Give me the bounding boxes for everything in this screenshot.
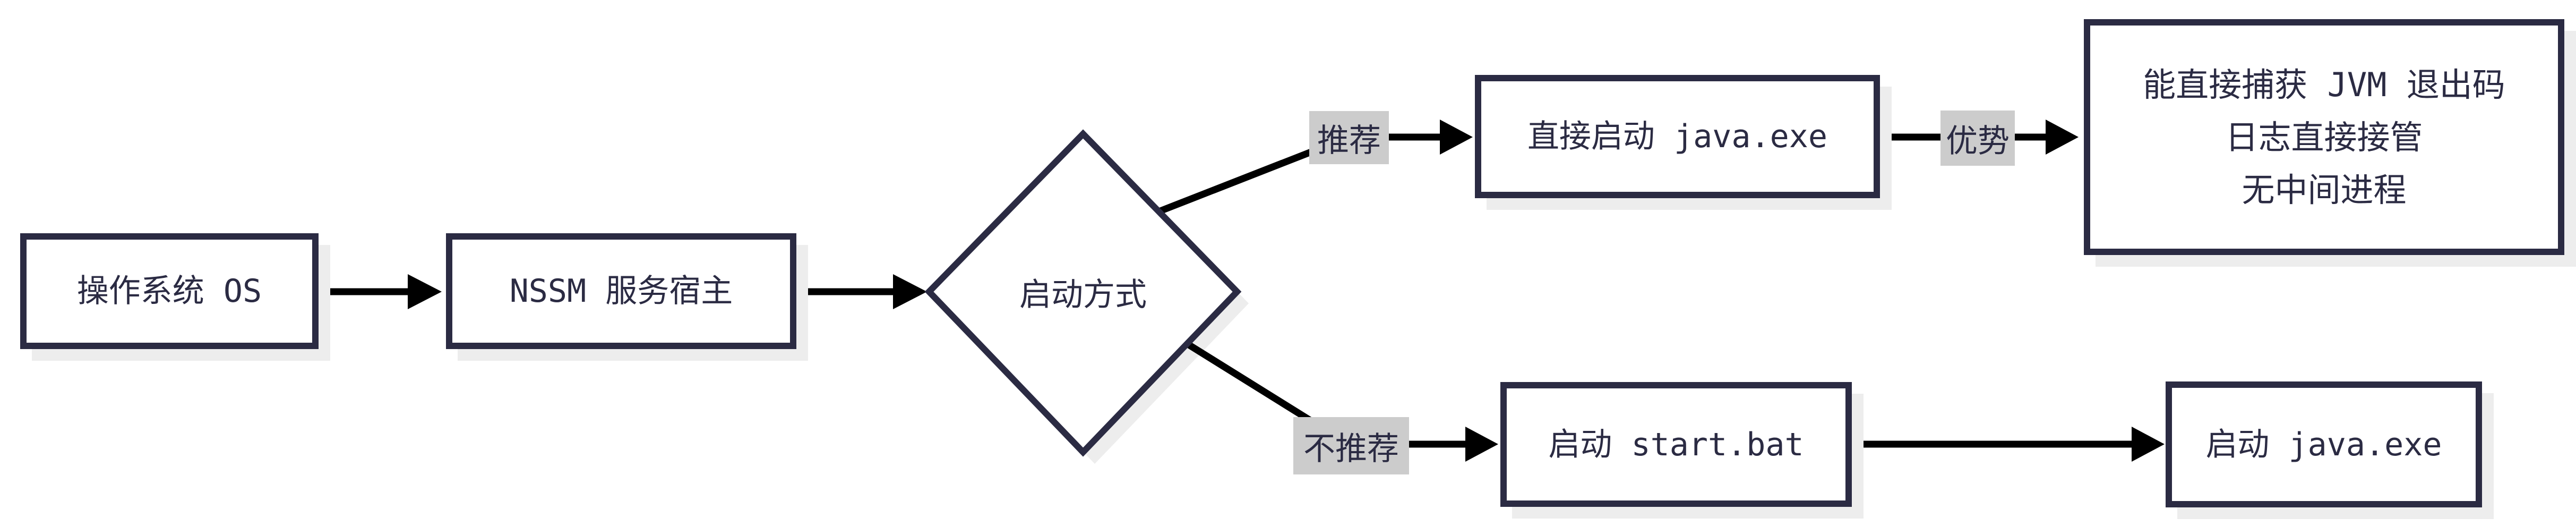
arrowhead-icon (2046, 120, 2079, 155)
node-os: 操作系统 OS (20, 233, 319, 349)
edge-nssm-to-decision (796, 274, 927, 309)
node-java-exe-label: 启动 java.exe (2205, 426, 2442, 463)
decision-diamond-shape (924, 129, 1242, 457)
edge-label-recommended: 推荐 (1309, 111, 1389, 164)
node-direct-launch-label: 直接启动 java.exe (1527, 118, 1828, 155)
arrowhead-icon (1465, 427, 1498, 462)
arrowhead-icon (2132, 427, 2165, 462)
node-start-bat: 启动 start.bat (1500, 382, 1852, 507)
node-start-bat-label: 启动 start.bat (1548, 426, 1804, 463)
node-os-label: 操作系统 OS (76, 273, 262, 310)
arrowhead-icon (893, 274, 927, 309)
edge-label-advantage: 优势 (1940, 111, 2015, 166)
arrowhead-icon (408, 274, 442, 309)
node-nssm: NSSM 服务宿主 (446, 233, 796, 349)
edge-label-not-recommended: 不推荐 (1293, 417, 1409, 474)
node-advantages-line-3: 无中间进程 (2242, 170, 2407, 209)
node-advantages-line-2: 日志直接接管 (2225, 117, 2423, 157)
node-java-exe: 启动 java.exe (2166, 381, 2482, 507)
edge-os-to-nssm (317, 274, 442, 309)
node-advantages: 能直接捕获 JVM 退出码 日志直接接管 无中间进程 (2084, 19, 2564, 255)
arrowhead-icon (1440, 120, 1473, 155)
edge-start-bat-to-java-exe (1852, 427, 2165, 462)
node-decision-label: 启动方式 (1019, 276, 1147, 313)
node-nssm-label: NSSM 服务宿主 (509, 273, 733, 310)
node-direct-launch: 直接启动 java.exe (1475, 75, 1880, 198)
node-advantages-line-1: 能直接捕获 JVM 退出码 (2143, 65, 2505, 104)
